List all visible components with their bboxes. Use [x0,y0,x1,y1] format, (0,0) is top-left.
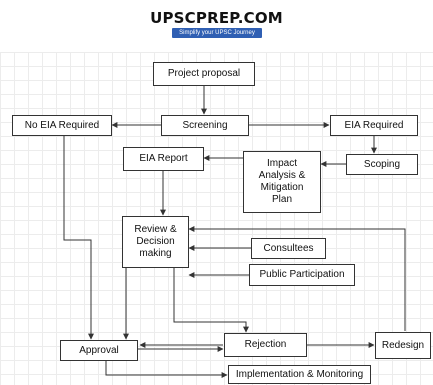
arrow-redesign-to-review [188,226,406,331]
node-scoping: Scoping [346,154,418,175]
brand-logo: UPSCPREP.COM [150,9,283,27]
brand-tagline: Simplify your UPSC Journey [172,28,262,38]
node-no-eia-required: No EIA Required [12,115,112,136]
node-review-decision: Review & Decision making [122,216,189,268]
node-eia-report: EIA Report [123,147,204,171]
node-impact-analysis: Impact Analysis & Mitigation Plan [243,151,321,213]
node-approval: Approval [60,340,138,361]
node-project-proposal: Project proposal [153,62,255,86]
node-eia-required: EIA Required [330,115,418,136]
node-rejection: Rejection [224,333,307,357]
arrow-approval-to-implementation [105,360,228,378]
node-public-participation: Public Participation [249,264,355,286]
arrow-no-eia-to-approval [63,135,94,340]
node-consultees: Consultees [251,238,326,259]
node-redesign: Redesign [375,332,431,359]
node-screening: Screening [161,115,249,136]
header: UPSCPREP.COM Simplify your UPSC Journey [0,0,433,48]
arrow-review-to-rejection [173,268,249,333]
diagram-canvas [0,52,433,385]
node-implementation-monitoring: Implementation & Monitoring [228,365,371,384]
